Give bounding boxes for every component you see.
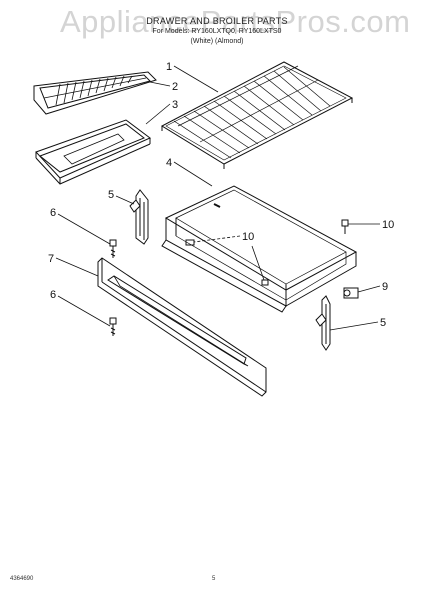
drawer-body[interactable] <box>161 185 358 313</box>
callout-9: 9 <box>382 281 388 293</box>
watermark: AppliancePartsPros.com <box>60 4 411 39</box>
oven-rack[interactable] <box>160 61 354 169</box>
callout-6-upper: 6 <box>50 207 56 219</box>
drawer-slide-left[interactable] <box>129 189 149 245</box>
clip-right[interactable] <box>341 219 349 234</box>
callout-2: 2 <box>172 81 178 93</box>
page-number: 5 <box>212 576 216 582</box>
drawer-roller[interactable] <box>343 287 359 299</box>
clip-drawer[interactable] <box>185 239 269 286</box>
callout-1: 1 <box>166 61 172 73</box>
drawer-front-panel[interactable] <box>97 257 267 397</box>
leader-lines <box>55 65 381 331</box>
model-colors: (White) (Almond) <box>190 38 244 45</box>
screw-lower[interactable] <box>109 317 117 336</box>
callout-7: 7 <box>48 253 54 265</box>
callout-5-left: 5 <box>108 189 114 201</box>
drawer-slide-right[interactable] <box>315 295 331 351</box>
callout-5-right: 5 <box>380 317 386 329</box>
diagram-title: DRAWER AND BROILER PARTS <box>146 16 288 26</box>
callout-6-lower: 6 <box>50 289 56 301</box>
broiler-pan[interactable] <box>35 119 151 185</box>
screw-upper[interactable] <box>109 239 117 258</box>
document-number: 4364690 <box>10 576 34 582</box>
callout-10-right: 10 <box>382 219 394 231</box>
callout-10-drawer: 10 <box>242 231 254 243</box>
callout-3: 3 <box>172 99 178 111</box>
callout-4: 4 <box>166 157 172 169</box>
model-numbers: For Models: RY160LXTQ0, RY160LXTS0 <box>152 28 282 35</box>
broiler-grid[interactable] <box>33 71 157 115</box>
